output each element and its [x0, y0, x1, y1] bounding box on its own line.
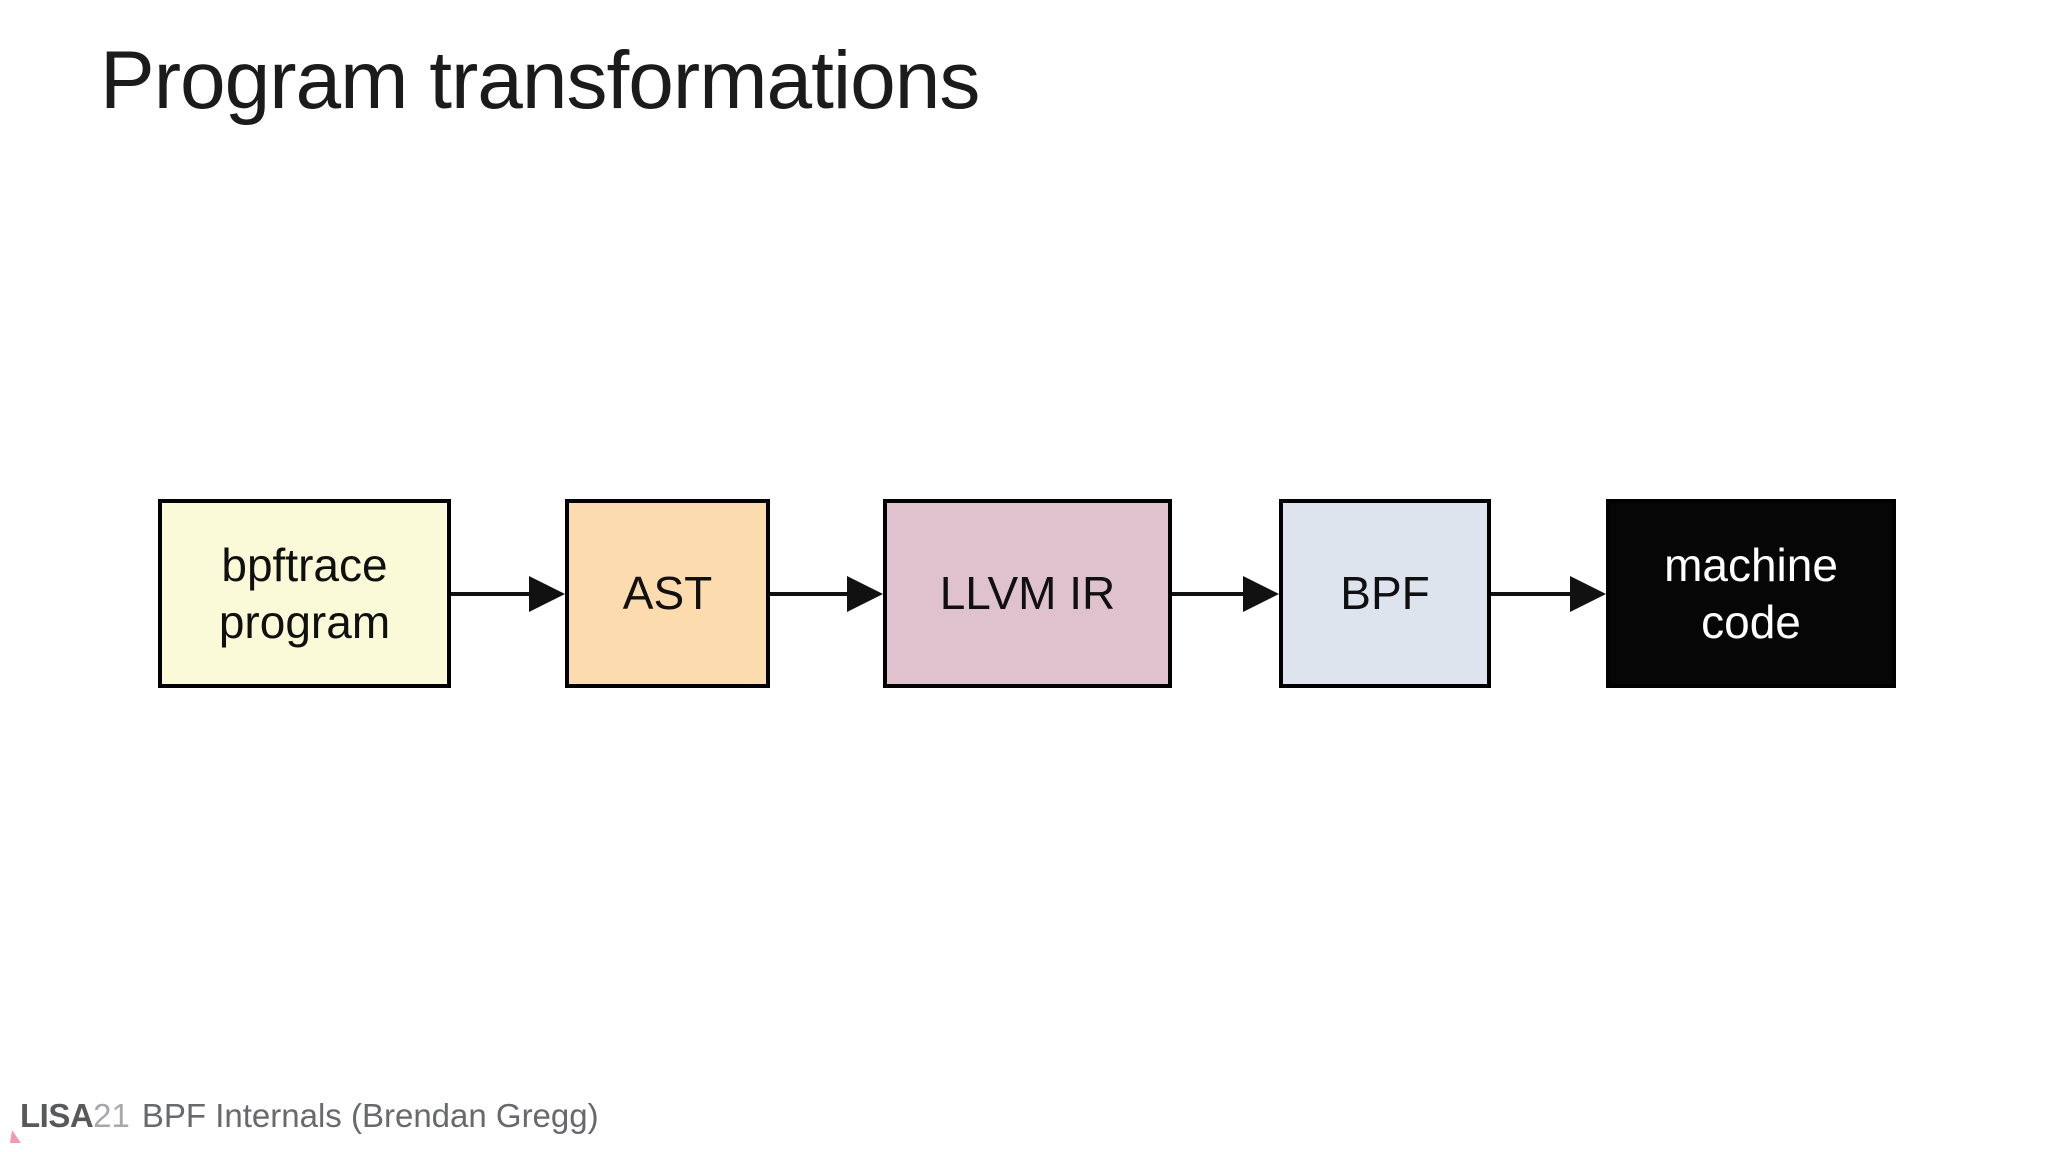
node-label-line: BPF — [1340, 567, 1430, 619]
node-machine-code: machine code — [1606, 499, 1896, 688]
arrow-head-icon — [1570, 576, 1606, 612]
slide-title: Program transformations — [100, 35, 980, 126]
node-label-line: bpftrace — [221, 538, 388, 591]
arrow-line — [770, 592, 847, 596]
arrow-head-icon — [529, 576, 565, 612]
arrow-head-icon — [847, 576, 883, 612]
lisa-logo-triangle-icon — [10, 1130, 21, 1143]
footer-logo-lisa: LISA — [20, 1097, 94, 1134]
footer-credit-text: BPF Internals (Brendan Gregg) — [141, 1097, 599, 1134]
arrow-line — [1172, 592, 1243, 596]
arrow-line — [451, 592, 529, 596]
node-label-line: code — [1701, 595, 1801, 648]
node-label-line: program — [218, 595, 391, 648]
node-label-line: machine — [1664, 538, 1838, 591]
footer-logo-year: 21 — [93, 1097, 130, 1134]
node-llvm-ir: LLVM IR — [883, 499, 1172, 688]
node-bpftrace-program: bpftrace program — [158, 499, 451, 688]
node-ast: AST — [565, 499, 770, 688]
node-bpf: BPF — [1279, 499, 1491, 688]
node-label-line: AST — [622, 567, 713, 619]
arrow-line — [1491, 592, 1570, 596]
footer: LISA 21 BPF Internals (Brendan Gregg) — [20, 1097, 599, 1135]
node-label-line: LLVM IR — [939, 567, 1116, 619]
arrow-head-icon — [1243, 576, 1279, 612]
